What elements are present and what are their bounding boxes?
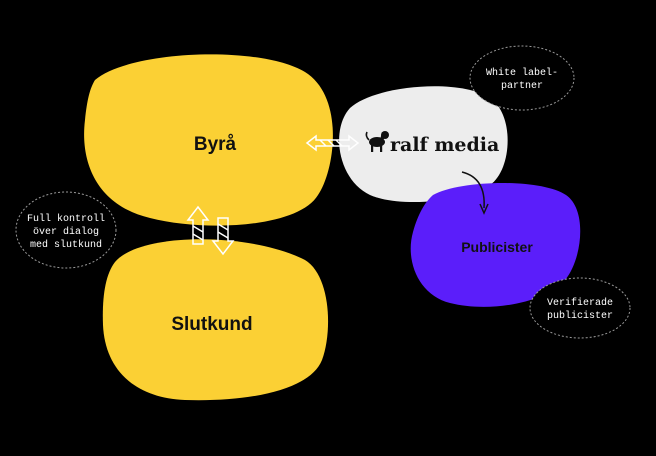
- arrow-head-icon: [479, 203, 489, 215]
- white-label-line-1: White label-: [486, 67, 558, 79]
- slutkund-label: Slutkund: [171, 314, 252, 335]
- byra-label: Byrå: [194, 134, 237, 155]
- up-arrow-icon: [186, 205, 210, 245]
- full-control-bubble: [15, 191, 117, 269]
- publicister-label: Publicister: [461, 239, 533, 255]
- ralf-media-label: ralf media: [390, 134, 499, 156]
- full-control-line-3: med slutkund: [30, 239, 102, 251]
- full-control-line-1: Full kontroll: [27, 213, 105, 225]
- verified-line-2: publicister: [547, 310, 613, 322]
- white-label-line-2: partner: [501, 81, 543, 92]
- byra-node: [84, 54, 333, 226]
- byra-ralf-double-arrow: [305, 134, 360, 152]
- dog-icon: [365, 131, 389, 152]
- verified-bubble: [529, 277, 631, 339]
- slutkund-node: [102, 239, 329, 401]
- full-control-line-2: över dialog: [33, 226, 99, 238]
- white-label-bubble: [469, 45, 575, 111]
- down-arrow-icon: [211, 217, 235, 256]
- ralf-to-publicister-arrow: [461, 171, 485, 209]
- publicister-node: [410, 182, 581, 307]
- verified-line-1: Verifierade: [547, 297, 613, 309]
